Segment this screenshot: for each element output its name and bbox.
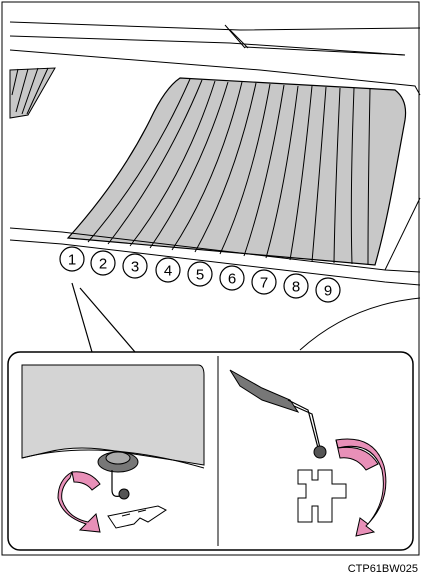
callout-number: 1 (68, 252, 76, 269)
callout-number: 6 (228, 271, 236, 288)
callout-number: 9 (324, 283, 332, 300)
callout-number: 2 (99, 256, 107, 273)
callout-number: 7 (260, 275, 268, 292)
callout-number: 8 (292, 279, 300, 296)
callout-number: 5 (196, 267, 204, 284)
callout-6: 6 (220, 266, 244, 290)
callout-9: 9 (316, 278, 340, 302)
callout-3: 3 (123, 254, 147, 278)
callout-number: 3 (131, 259, 139, 276)
callout-number: 4 (164, 263, 172, 280)
callout-4: 4 (156, 258, 180, 282)
inset-box (8, 352, 413, 550)
callout-2: 2 (91, 251, 115, 275)
figure-code: CTP61BW025 (348, 563, 418, 575)
callout-8: 8 (284, 274, 308, 298)
callout-7: 7 (252, 270, 276, 294)
callout-5: 5 (188, 262, 212, 286)
callout-1: 1 (60, 247, 84, 271)
